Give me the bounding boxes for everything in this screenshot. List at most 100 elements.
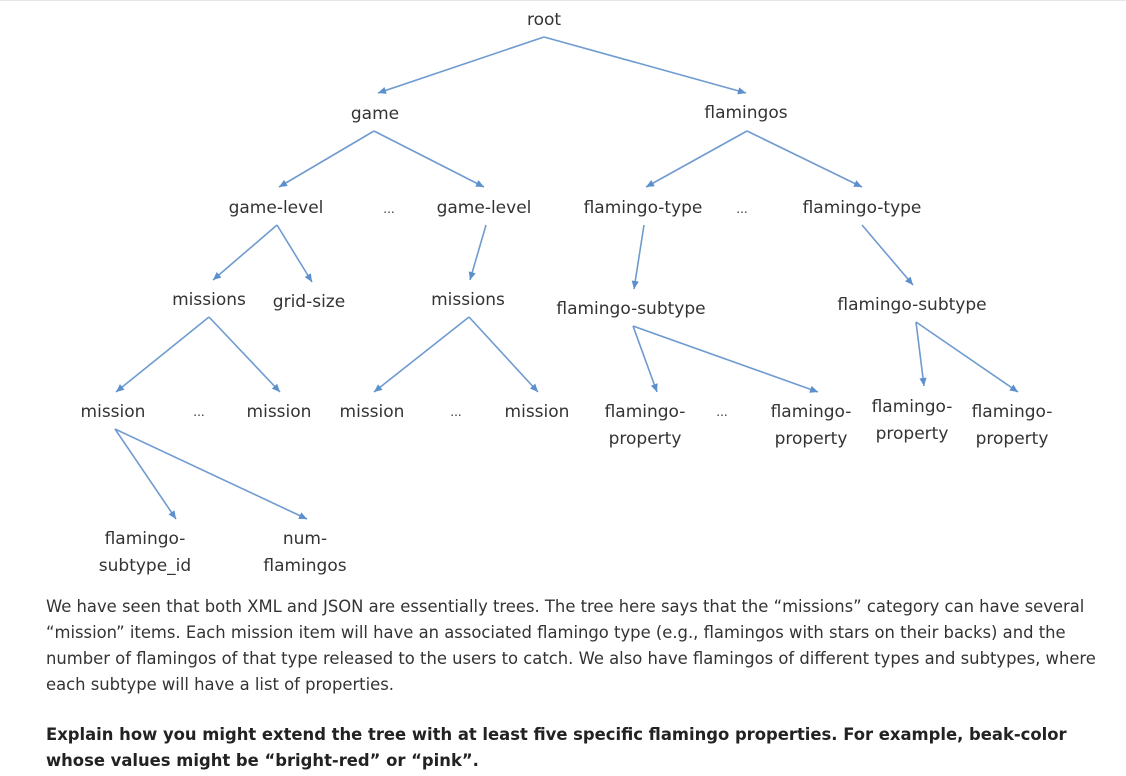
tree-nodes: root game flamingos game-level game-level fla…	[81, 10, 1053, 576]
edge-flamingo-type-2-to-flamingo-subtype-2	[861, 224, 914, 286]
edge-missions-1-to-mission-2	[208, 316, 281, 393]
node-label-line: property	[876, 424, 949, 444]
edge-missions-2-to-mission-3	[373, 316, 470, 393]
edge-flamingos-to-flamingo-type-2	[746, 130, 863, 188]
ellipsis-mission-1: ...	[193, 405, 204, 419]
arrowhead-icon	[304, 273, 312, 282]
node-flamingo-subtype-id: flamingo-subtype_id	[99, 529, 191, 576]
node-label-line: property	[775, 429, 848, 449]
edge-flamingo-subtype-1-to-flamingo-property-2	[632, 325, 819, 393]
arrowhead-icon	[271, 383, 280, 392]
node-label-line: num-	[283, 529, 327, 549]
edge-mission-1-to-flamingo-subtype-id	[114, 428, 177, 520]
edge-root-to-game	[377, 36, 545, 94]
edge-game-level-1-to-grid-size	[276, 224, 313, 283]
node-label-line: flamingo-	[872, 397, 953, 417]
edge-missions-1-to-mission-1	[115, 316, 210, 393]
node-label-line: flamingo-subtype	[556, 299, 705, 319]
arrowhead-icon	[737, 87, 746, 95]
node-label-line: flamingo-type	[584, 198, 703, 218]
node-label-line: flamingos	[704, 103, 787, 123]
node-missions-2: missions	[431, 290, 505, 310]
node-label-line: subtype_id	[99, 556, 191, 576]
node-label-line: flamingo-type	[803, 198, 922, 218]
edge-flamingo-subtype-1-to-flamingo-property-1	[632, 325, 658, 393]
node-label-line: root	[527, 10, 561, 30]
node-mission-2: mission	[247, 402, 312, 422]
node-label-line: grid-size	[273, 292, 345, 312]
ellipsis-flamingo-type: ...	[736, 202, 747, 216]
ellipsis-game-level: ...	[383, 202, 394, 216]
arrowhead-icon	[378, 87, 387, 94]
edge-game-level-1-to-missions-1	[212, 224, 278, 281]
node-flamingo-type-2: flamingo-type	[803, 198, 922, 218]
node-label-line: property	[609, 429, 682, 449]
arrowhead-icon	[919, 377, 927, 386]
edge-flamingo-type-1-to-flamingo-subtype-1	[633, 224, 645, 290]
node-label-line: missions	[172, 290, 246, 310]
node-flamingo-property-3: flamingo-property	[872, 397, 953, 444]
node-label-line: mission	[247, 402, 312, 422]
edge-flamingo-subtype-2-to-flamingo-property-3	[915, 321, 925, 387]
arrowhead-icon	[809, 385, 818, 393]
edge-root-to-flamingos	[543, 36, 747, 94]
node-num-flamingos: num-flamingos	[263, 529, 346, 576]
edge-game-level-2-to-missions-2	[469, 224, 487, 281]
top-divider	[0, 0, 1126, 4]
arrowhead-icon	[529, 383, 538, 392]
node-label-line: flamingos	[263, 556, 346, 576]
node-flamingo-subtype-2: flamingo-subtype	[837, 295, 986, 315]
arrowhead-icon	[298, 512, 307, 519]
arrowhead-icon	[168, 510, 176, 519]
node-label-line: flamingo-	[771, 402, 852, 422]
node-label-line: game-level	[229, 198, 324, 218]
arrowhead-icon	[631, 280, 639, 289]
node-label-line: mission	[340, 402, 405, 422]
tree-diagram: root game flamingos game-level game-level fla…	[81, 10, 1053, 576]
arrowhead-icon	[374, 384, 383, 392]
edge-flamingo-subtype-2-to-flamingo-property-4	[915, 321, 1019, 393]
arrowhead-icon	[853, 180, 862, 187]
node-root: root	[527, 10, 561, 30]
node-flamingo-property-4: flamingo-property	[972, 402, 1053, 449]
ellipsis-flamingo-property: ...	[716, 405, 727, 419]
node-flamingo-property-1: flamingo-property	[605, 402, 686, 449]
node-missions-1: missions	[172, 290, 246, 310]
arrowhead-icon	[116, 384, 125, 392]
node-mission-3: mission	[340, 402, 405, 422]
node-label-line: missions	[431, 290, 505, 310]
edge-game-to-game-level-1	[278, 130, 375, 188]
arrowhead-icon	[279, 179, 288, 187]
node-flamingo-subtype-1: flamingo-subtype	[556, 299, 705, 319]
description-paragraph: We have seen that both XML and JSON are …	[46, 597, 1096, 694]
node-game: game	[351, 104, 399, 124]
arrowhead-icon	[213, 272, 222, 280]
node-flamingo-type-1: flamingo-type	[584, 198, 703, 218]
edge-mission-1-to-num-flamingos	[114, 428, 308, 520]
node-mission-1: mission	[81, 402, 146, 422]
node-label-line: flamingo-subtype	[837, 295, 986, 315]
node-label-line: flamingo-	[105, 529, 186, 549]
arrowhead-icon	[905, 276, 913, 285]
node-label-line: flamingo-	[605, 402, 686, 422]
node-game-level-1: game-level	[229, 198, 324, 218]
node-label-line: flamingo-	[972, 402, 1053, 422]
arrowhead-icon	[475, 180, 484, 187]
edge-flamingos-to-flamingo-type-1	[645, 130, 748, 188]
node-label-line: game-level	[437, 198, 532, 218]
arrowhead-icon	[1009, 384, 1018, 392]
node-label-line: mission	[505, 402, 570, 422]
question-prompt: Explain how you might extend the tree wi…	[46, 725, 1067, 770]
edge-game-to-game-level-2	[373, 130, 485, 188]
node-game-level-2: game-level	[437, 198, 532, 218]
node-grid-size: grid-size	[273, 292, 345, 312]
arrowhead-icon	[650, 383, 658, 392]
node-label-line: property	[976, 429, 1049, 449]
tree-edges	[114, 36, 1019, 520]
node-mission-4: mission	[505, 402, 570, 422]
node-label-line: game	[351, 104, 399, 124]
node-label-line: mission	[81, 402, 146, 422]
node-flamingos: flamingos	[704, 103, 787, 123]
arrowhead-icon	[468, 271, 476, 280]
node-flamingo-property-2: flamingo-property	[771, 402, 852, 449]
